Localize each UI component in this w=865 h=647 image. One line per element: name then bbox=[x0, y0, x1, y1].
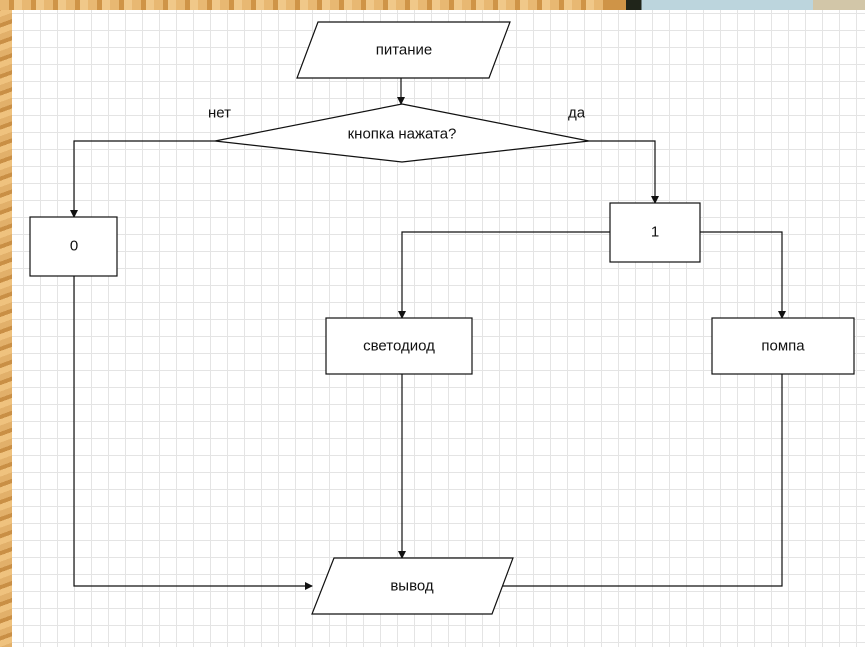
edge-one-to-led bbox=[398, 231, 610, 319]
edge-one-to-pump bbox=[700, 231, 786, 319]
node-led-shape bbox=[325, 317, 473, 375]
node-output-label: вывод bbox=[390, 578, 434, 595]
node-pump-shape bbox=[711, 317, 855, 375]
edge-zero-to-output bbox=[73, 276, 313, 590]
node-power-shape bbox=[296, 21, 511, 79]
background-photo-edge bbox=[605, 0, 865, 10]
edge-yes-to-one bbox=[589, 140, 659, 204]
node-zero-shape bbox=[29, 216, 118, 277]
decorative-frame-left bbox=[0, 0, 12, 647]
node-one-label: 1 bbox=[651, 224, 659, 241]
node-power-label: питание bbox=[376, 42, 433, 59]
node-led-label: светодиод bbox=[363, 338, 435, 355]
edge-pump-to-output bbox=[491, 374, 783, 590]
edge-label-no: нет bbox=[208, 105, 231, 122]
node-pump-label: помпа bbox=[761, 338, 805, 355]
node-zero-label: 0 bbox=[70, 238, 78, 255]
decorative-frame-top bbox=[0, 0, 865, 10]
edge-label-yes: да bbox=[568, 105, 586, 122]
diagram-canvas: питание кнопка нажата? 0 1 светодиод пом… bbox=[12, 10, 865, 647]
edge-no-to-zero bbox=[70, 140, 215, 218]
node-decision-label: кнопка нажата? bbox=[348, 126, 457, 143]
node-decision-shape bbox=[214, 103, 590, 163]
node-one-shape bbox=[609, 202, 701, 263]
node-output-shape bbox=[311, 557, 514, 615]
flowchart: питание кнопка нажата? 0 1 светодиод пом… bbox=[29, 21, 855, 615]
